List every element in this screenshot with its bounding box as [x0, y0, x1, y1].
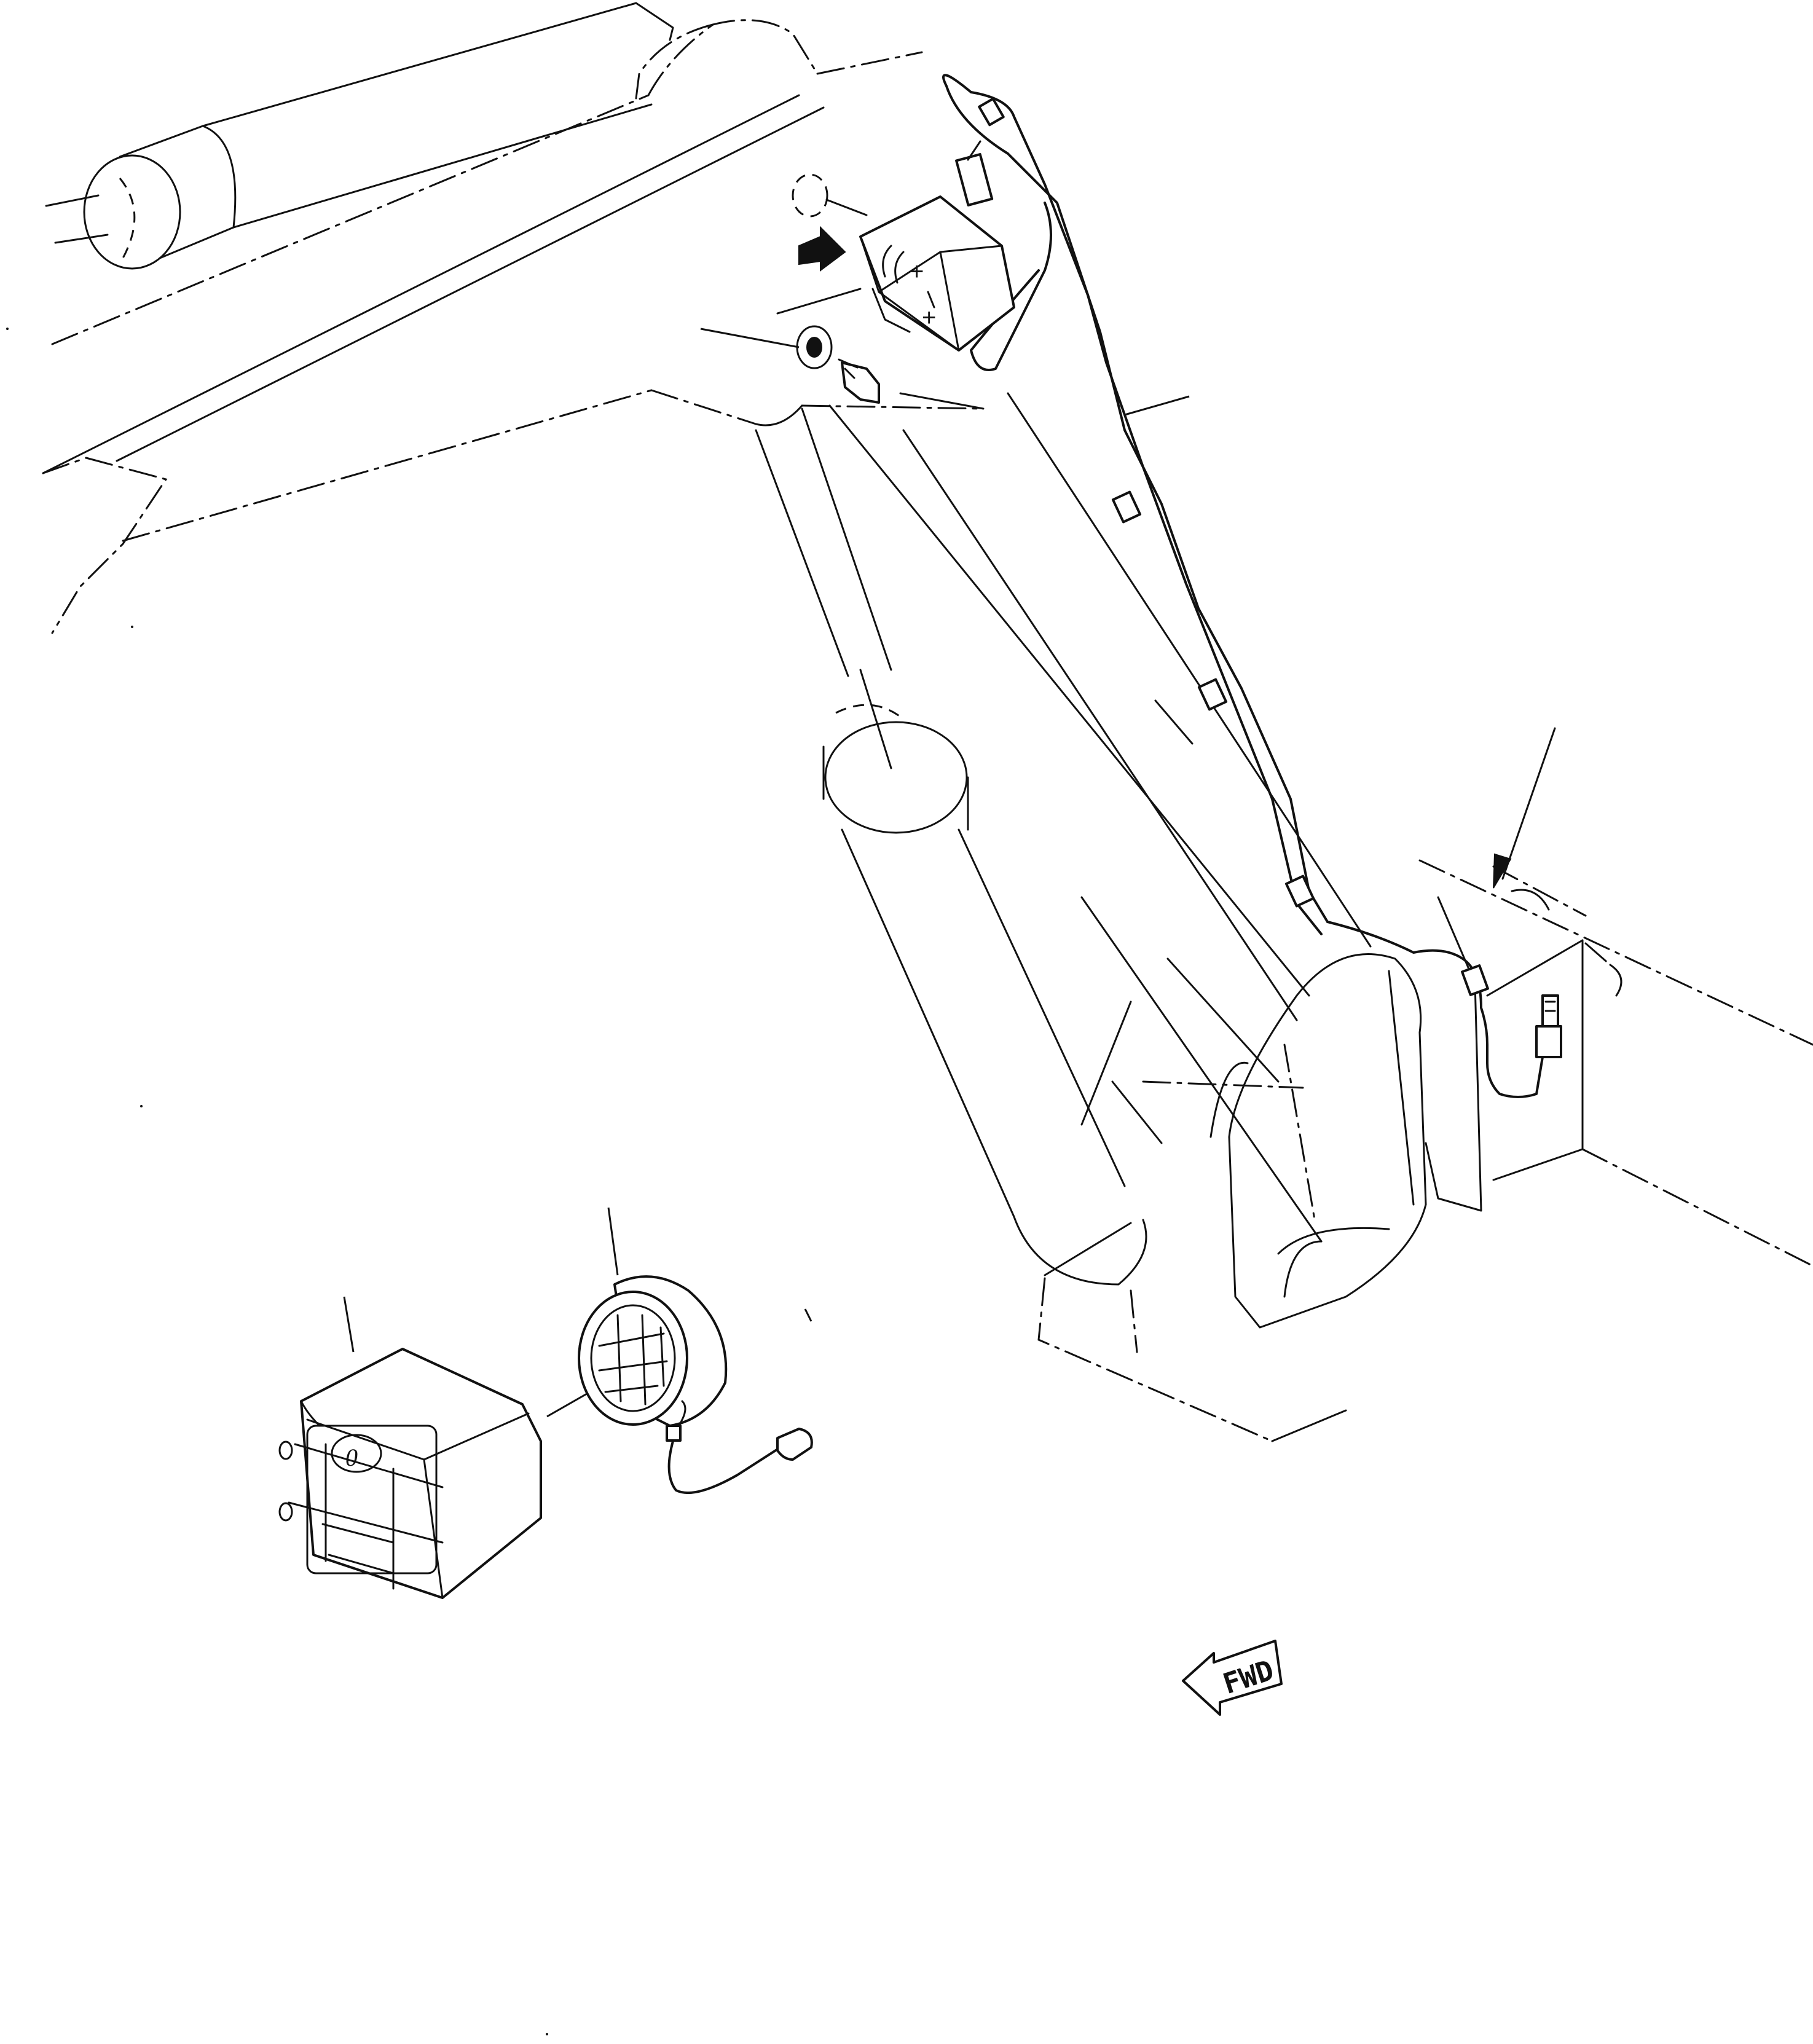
arm-end-assembly	[1037, 896, 1347, 1442]
plate-outline	[776, 288, 985, 410]
leader-lines	[343, 328, 1190, 1418]
svg-text:+: +	[922, 304, 936, 331]
boom-foot-bracket	[1228, 953, 1427, 1329]
arm-structure	[755, 392, 1372, 1021]
rear-connector	[1535, 994, 1562, 1058]
work-lamp-icon	[578, 1275, 813, 1495]
scan-dots	[6, 328, 548, 2035]
relay-box-icon: + +	[859, 195, 1015, 352]
wiring-harness	[942, 74, 1544, 1098]
boom-cylinder	[45, 2, 674, 270]
arm-cylinder	[822, 704, 1147, 1286]
boom-body	[42, 19, 985, 634]
svg-text:+: +	[910, 258, 924, 285]
washer-icon	[796, 325, 833, 369]
fwd-arrow-icon: FWD	[1182, 1640, 1283, 1716]
pointer-arrow-icon	[798, 226, 846, 272]
rear-mount-plate	[1418, 859, 1813, 1267]
rear-pointer-arrow-icon	[1493, 727, 1556, 889]
lamp-guard-icon: 0	[278, 1348, 542, 1599]
svg-text:0: 0	[345, 1444, 358, 1471]
bolt-icon	[838, 358, 880, 404]
hidden-washer	[792, 173, 868, 218]
